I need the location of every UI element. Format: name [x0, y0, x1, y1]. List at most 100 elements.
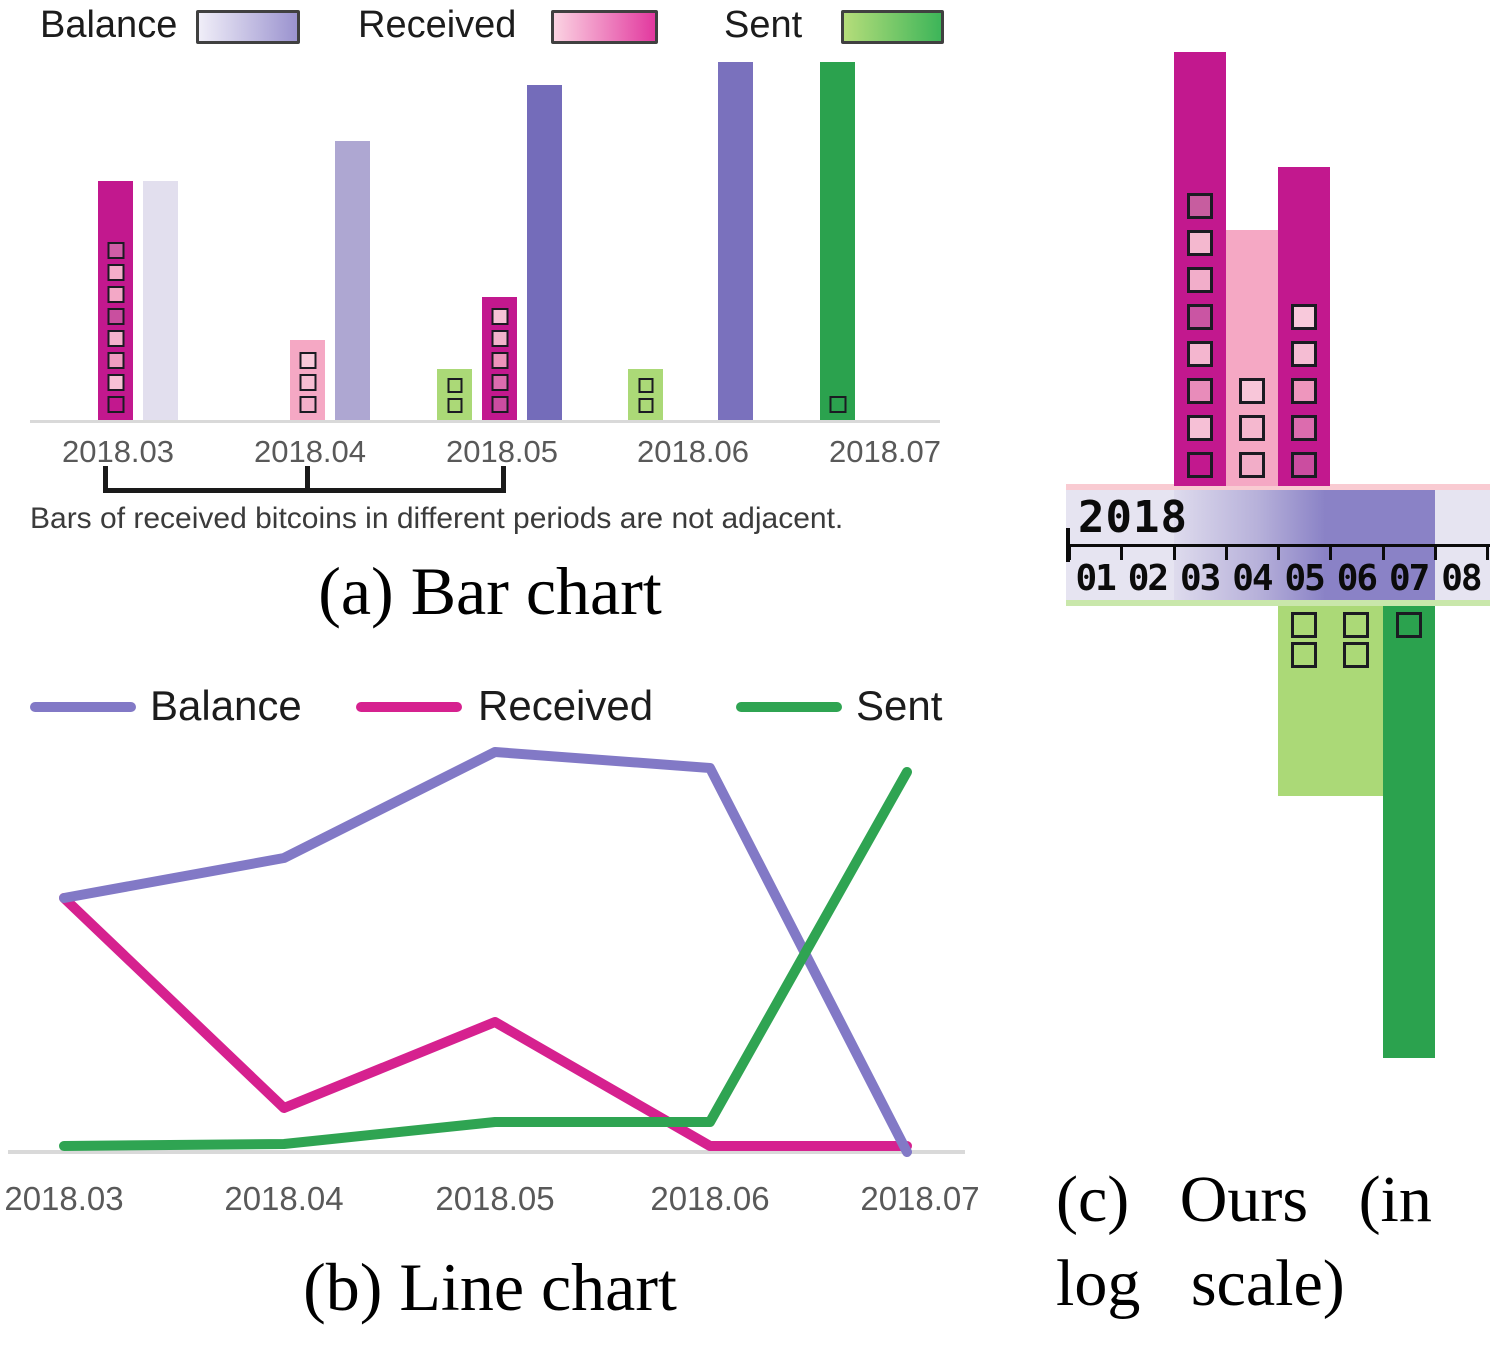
x-axis-line	[30, 420, 940, 423]
bracket-tick-1	[305, 466, 310, 493]
bar-balance-2018.06	[718, 62, 753, 420]
timeline-tick-1	[1120, 544, 1124, 560]
bracket-tick-2	[501, 466, 506, 493]
square-stack	[1291, 612, 1318, 668]
legend-label-balance: Balance	[40, 4, 178, 46]
timeline-month-label-08: 08	[1441, 558, 1482, 599]
transaction-square	[1238, 378, 1265, 404]
transaction-square	[1238, 452, 1265, 478]
bracket-line	[103, 488, 506, 493]
timeline-month-label-04: 04	[1232, 558, 1273, 599]
x-tick-label-2018.06: 2018.06	[636, 434, 750, 469]
square-stack	[1395, 612, 1422, 638]
bar-chart: 2018.03 2018.04 2018.05 2018.06 2018.07	[0, 0, 980, 500]
square-stack	[299, 352, 316, 413]
line-series-received	[59, 893, 912, 1151]
line-x-tick-label-2018.04: 2018.04	[224, 1180, 344, 1217]
caption-ours-line1: (c) Ours (in	[1056, 1163, 1432, 1236]
bar-balance-2018.05	[527, 85, 562, 420]
transaction-square	[638, 398, 653, 413]
timeline-month-label-06: 06	[1336, 558, 1378, 599]
x-tick-label-2018.04: 2018.04	[253, 434, 367, 469]
bar-balance-2018.04	[335, 141, 370, 420]
line-legend-label-received: Received	[478, 682, 654, 729]
line-series-sent	[59, 767, 912, 1151]
bar-balance-2018.03	[143, 181, 178, 420]
caption-bar-chart: (a) Bar chart	[318, 553, 662, 629]
square-stack	[1291, 304, 1318, 478]
line-legend-swatch-received	[356, 702, 462, 712]
transaction-square	[299, 396, 316, 413]
ours-received-bar-03	[1173, 52, 1226, 486]
timeline-tick-4	[1277, 544, 1280, 560]
timeline-tick-6	[1381, 544, 1385, 560]
transaction-square	[447, 378, 462, 393]
transaction-square	[491, 396, 508, 413]
transaction-square	[829, 396, 846, 413]
legend-label-received: Received	[358, 4, 517, 46]
transaction-square	[1291, 304, 1318, 330]
x-tick-label-2018.05: 2018.05	[445, 434, 559, 469]
transaction-square	[1291, 612, 1318, 638]
transaction-square	[107, 264, 124, 281]
transaction-square	[1395, 612, 1422, 638]
transaction-square	[1291, 452, 1318, 478]
timeline-month-label-01: 01	[1075, 558, 1116, 599]
bar-sent-2018.05	[437, 369, 472, 420]
legend-swatch-balance	[196, 10, 300, 44]
legend-swatch-sent	[841, 10, 944, 44]
transaction-square	[1291, 341, 1318, 367]
line-chart-svg	[8, 747, 965, 1157]
transaction-square	[491, 330, 508, 347]
transaction-square	[447, 398, 462, 413]
caption-ours-line2: log scale)	[1056, 1247, 1345, 1320]
transaction-square	[1186, 378, 1213, 404]
bracket-tick-0	[103, 466, 108, 493]
timeline-tick-5	[1329, 544, 1333, 560]
square-stack	[1343, 612, 1370, 668]
transaction-square	[1291, 642, 1318, 668]
timeline-tick-3	[1224, 544, 1228, 560]
x-tick-label-2018.03: 2018.03	[61, 434, 175, 469]
caption-ours-chart: (c) Ours (in log scale)	[1056, 1158, 1500, 1326]
square-stack	[447, 378, 462, 413]
bar-sent-2018.06	[628, 369, 663, 420]
timeline-month-label-03: 03	[1179, 558, 1221, 599]
square-stack	[107, 242, 124, 413]
timeline-month-label-05: 05	[1284, 558, 1325, 599]
transaction-square	[107, 286, 124, 303]
timeline-tick-8	[1486, 544, 1489, 560]
transaction-square	[1186, 304, 1213, 330]
transaction-square	[1186, 193, 1213, 219]
timeline-tick-2	[1172, 544, 1176, 560]
square-stack	[1186, 193, 1213, 478]
line-x-tick-label-2018.03: 2018.03	[4, 1180, 124, 1217]
transaction-square	[638, 378, 653, 393]
timeline-year-label: 2018	[1078, 492, 1188, 543]
transaction-square	[299, 374, 316, 391]
transaction-square	[1343, 612, 1370, 638]
transaction-square	[1186, 341, 1213, 367]
received-baseline-rule	[1066, 484, 1490, 490]
transaction-square	[1238, 415, 1265, 441]
sent-baseline-rule	[1066, 600, 1490, 606]
transaction-square	[1186, 230, 1213, 256]
transaction-square	[107, 396, 124, 413]
legend-label-sent: Sent	[724, 4, 803, 46]
transaction-square	[1291, 415, 1318, 441]
transaction-square	[1343, 642, 1370, 668]
transaction-square	[107, 308, 124, 325]
line-legend-swatch-sent	[736, 702, 842, 712]
transaction-square	[107, 352, 124, 369]
bar-received-2018.05	[482, 297, 517, 420]
timeline-tick-7	[1433, 544, 1437, 560]
x-tick-label-2018.07: 2018.07	[828, 434, 942, 469]
ours-sent-bar-07-07	[1382, 606, 1435, 1058]
transaction-square	[491, 352, 508, 369]
transaction-square	[107, 330, 124, 347]
transaction-square	[1186, 415, 1213, 441]
line-series-balance	[59, 747, 912, 1157]
